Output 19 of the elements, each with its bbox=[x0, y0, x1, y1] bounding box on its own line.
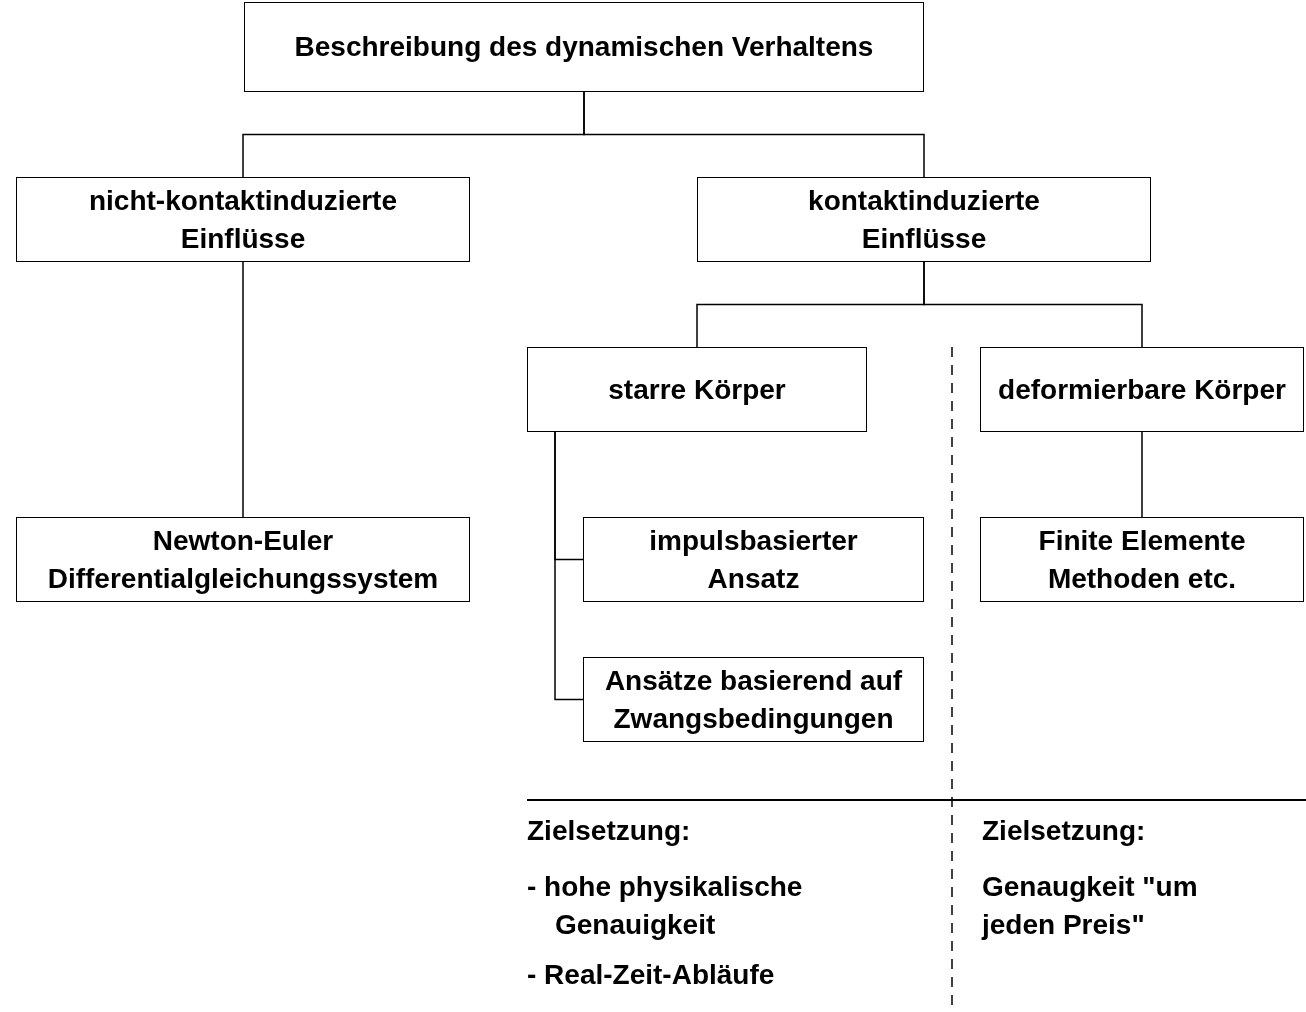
connector-line bbox=[923, 261, 1143, 348]
connector-line bbox=[554, 431, 584, 701]
category-box: kontaktinduzierte Einflüsse bbox=[697, 177, 1151, 262]
category-box: Newton-Euler Differentialgleichungssystem bbox=[16, 517, 470, 602]
connector-line bbox=[242, 261, 244, 518]
category-box: Ansätze basierend auf Zwangsbedingungen bbox=[583, 657, 924, 742]
connector-line bbox=[583, 91, 925, 178]
section-heading: Zielsetzung: bbox=[982, 814, 1147, 848]
goal-text: - Real-Zeit-Abläufe bbox=[527, 958, 776, 992]
category-box: deformierbare Körper bbox=[980, 347, 1304, 432]
connector-line bbox=[1141, 431, 1143, 518]
goal-text: - hohe physikalische Genauigkeit bbox=[527, 870, 804, 942]
category-box: starre Körper bbox=[527, 347, 867, 432]
category-box: Finite Elemente Methoden etc. bbox=[980, 517, 1304, 602]
category-box: nicht-kontaktinduzierte Einflüsse bbox=[16, 177, 470, 262]
goal-text: Genaugkeit "um jeden Preis" bbox=[982, 870, 1199, 942]
category-box: Beschreibung des dynamischen Verhaltens bbox=[244, 2, 924, 92]
category-box: impulsbasierter Ansatz bbox=[583, 517, 924, 602]
section-heading: Zielsetzung: bbox=[527, 814, 692, 848]
